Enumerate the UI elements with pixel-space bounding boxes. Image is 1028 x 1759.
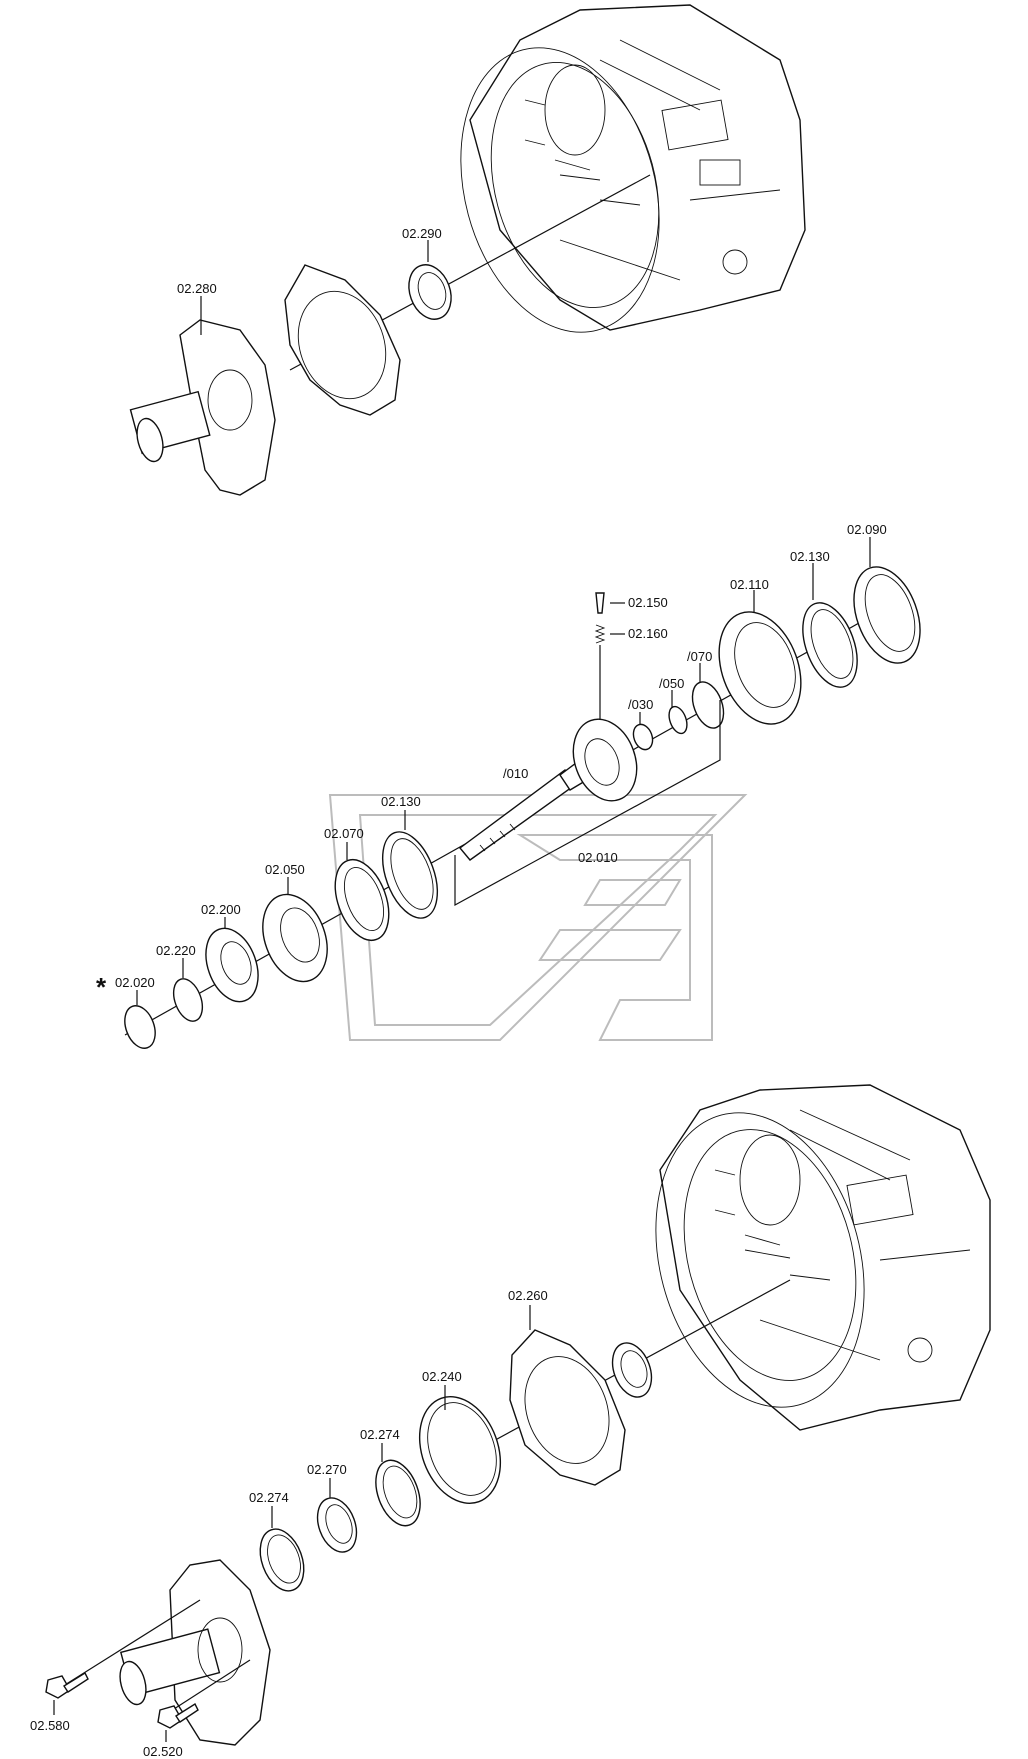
snap-ring-02-220 xyxy=(172,958,204,1022)
label-02-010: 02.010 xyxy=(578,850,618,865)
gasket-02-260 xyxy=(509,1305,626,1486)
synchro-ring-02-090 xyxy=(853,537,921,664)
transmission-housing-top xyxy=(460,4,806,333)
assembly-bracket-02-010 xyxy=(454,700,721,907)
label-050: /050 xyxy=(659,676,684,691)
label-030: /030 xyxy=(628,697,653,712)
watermark-logo xyxy=(328,794,748,1041)
ring-02-274-upper xyxy=(375,1443,421,1527)
label-02-260: 02.260 xyxy=(508,1288,548,1303)
label-02-130-bottom: 02.130 xyxy=(381,794,421,809)
gasket-top xyxy=(284,264,401,416)
transmission-housing-bottom xyxy=(655,1084,991,1431)
label-02-240: 02.240 xyxy=(422,1369,462,1384)
label-02-050: 02.050 xyxy=(265,862,305,877)
label-02-220: 02.220 xyxy=(156,943,196,958)
input-shaft-group xyxy=(124,537,921,1049)
gear-02-050 xyxy=(262,877,328,983)
label-010: /010 xyxy=(503,766,528,781)
label-02-160: 02.160 xyxy=(628,626,668,641)
ring-02-274-lower xyxy=(259,1506,305,1592)
label-02-150: 02.150 xyxy=(628,595,668,610)
bolt-02-580 xyxy=(45,1599,201,1715)
asterisk-marker: * xyxy=(96,972,107,1002)
shim-02-240 xyxy=(418,1385,502,1504)
label-02-020: 02.020 xyxy=(115,975,155,990)
ring-02-130-bottom xyxy=(381,810,439,919)
seal-ring-02-290 xyxy=(408,240,452,320)
ring-02-020 xyxy=(124,990,156,1049)
label-02-274-lower: 02.274 xyxy=(249,1490,289,1505)
label-070: /070 xyxy=(687,649,712,664)
label-02-580: 02.580 xyxy=(30,1718,70,1733)
label-02-280: 02.280 xyxy=(177,281,217,296)
spring-02-160 xyxy=(594,624,625,720)
label-02-270: 02.270 xyxy=(307,1462,347,1477)
label-02-290: 02.290 xyxy=(402,226,442,241)
label-02-274-upper: 02.274 xyxy=(360,1427,400,1442)
bearing-02-200 xyxy=(205,917,259,1003)
bearing-cover-bottom xyxy=(119,1559,271,1746)
circlip-02-270 xyxy=(316,1478,358,1553)
label-02-130-top: 02.130 xyxy=(790,549,830,564)
top-housing-group xyxy=(129,4,806,496)
detent-pin-02-150 xyxy=(595,592,625,614)
snap-ring-050 xyxy=(668,690,688,735)
label-02-520: 02.520 xyxy=(143,1744,183,1759)
bottom-housing-group xyxy=(45,1084,991,1746)
label-02-110: 02.110 xyxy=(730,577,769,592)
bearing-cover-02-280 xyxy=(129,296,276,496)
label-02-070: 02.070 xyxy=(324,826,364,841)
label-02-200: 02.200 xyxy=(201,902,241,917)
ring-02-130-top xyxy=(802,563,858,688)
label-02-090: 02.090 xyxy=(847,522,887,537)
sliding-sleeve-02-110 xyxy=(718,590,802,725)
ring-070 xyxy=(691,663,725,729)
synchro-ring-02-070 xyxy=(334,842,390,942)
bolt-02-520 xyxy=(157,1659,251,1742)
ring-030 xyxy=(632,712,654,751)
seal-ring-bottom xyxy=(611,1342,653,1398)
input-shaft-010 xyxy=(458,718,638,861)
